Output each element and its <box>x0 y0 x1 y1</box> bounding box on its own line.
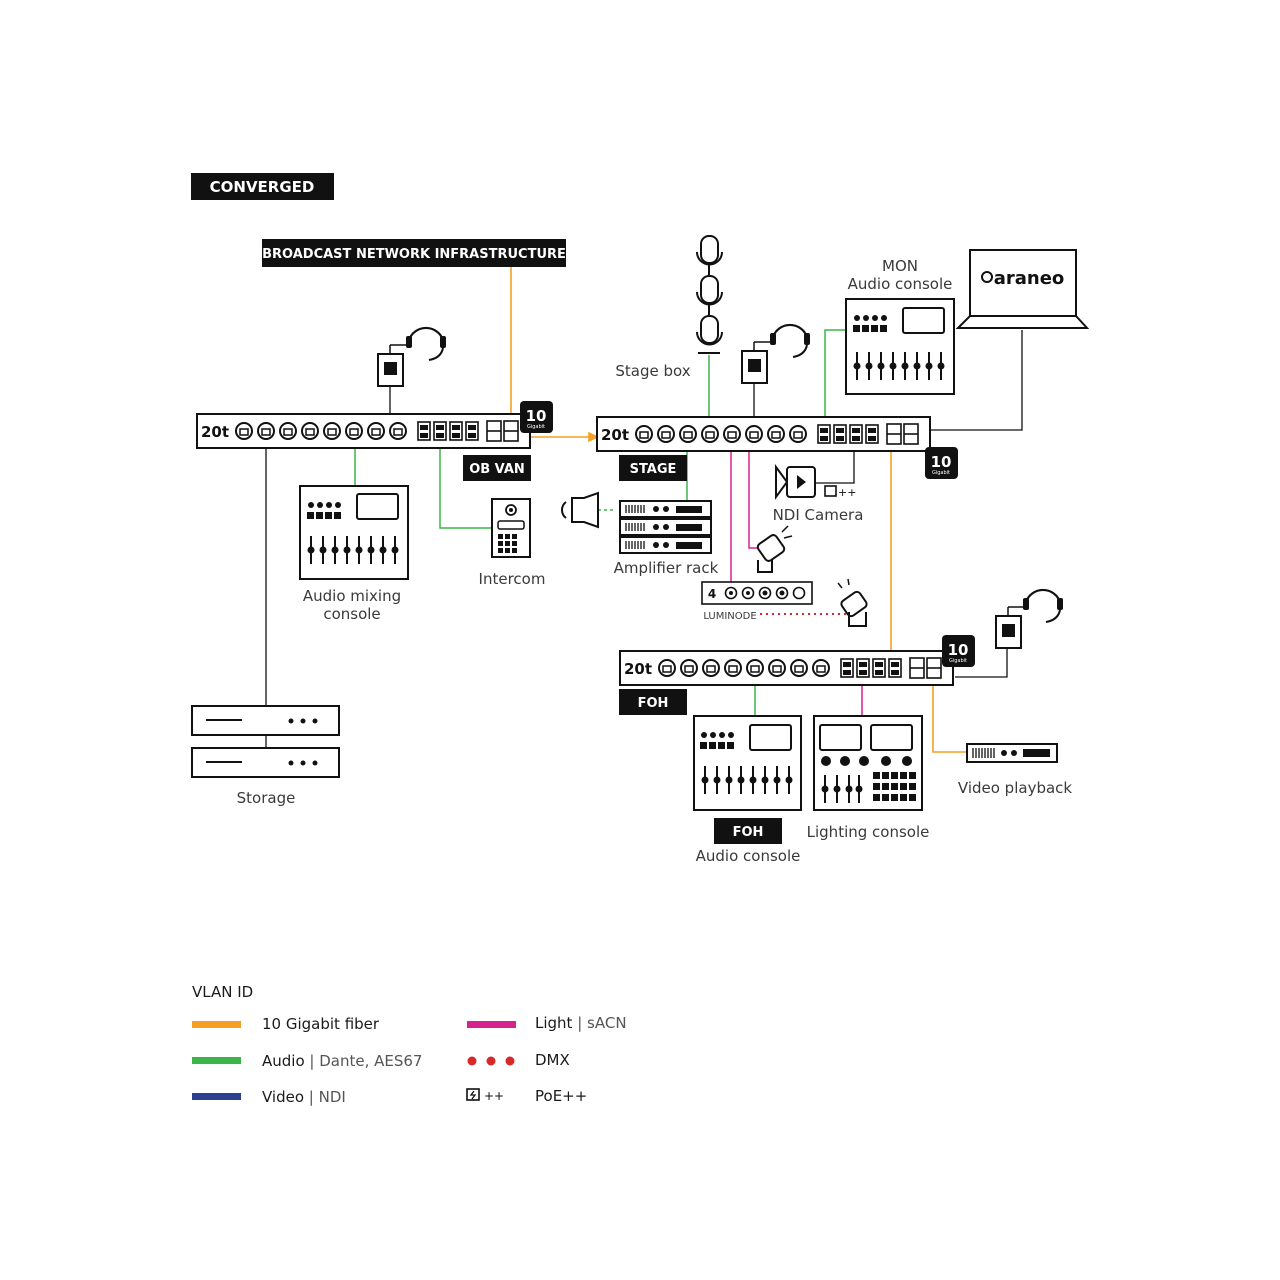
fiber-links <box>510 267 967 753</box>
mon-label-2: Audio console <box>848 275 953 293</box>
moving-light-icon <box>837 578 868 627</box>
amplifier-rack[interactable] <box>619 500 712 554</box>
audio-mixing-label-2: console <box>323 605 380 623</box>
svg-text:++: ++ <box>484 1089 504 1103</box>
foh-switch-tag: FOH <box>619 689 687 715</box>
intercom[interactable] <box>491 498 531 558</box>
converged-title: CONVERGED <box>210 178 315 196</box>
audio-mixing-label-1: Audio mixing <box>303 587 401 605</box>
beltpack-stage[interactable] <box>741 323 812 384</box>
beltpack-foh[interactable] <box>995 588 1065 649</box>
poe-icon: ++ <box>824 485 856 499</box>
legend-poe-icon: ++ <box>466 1088 504 1103</box>
legend-label-light: Light | sACN <box>535 1014 627 1032</box>
foh-audio-console[interactable] <box>693 715 802 811</box>
foh-console-tag: FOH <box>714 818 782 844</box>
luminode-label: LUMINODE <box>703 611 756 622</box>
svg-text:STAGE: STAGE <box>630 462 677 477</box>
legend-swatch-video <box>192 1093 241 1100</box>
broadcast-label: BROADCAST NETWORK INFRASTRUCTURE <box>262 247 566 262</box>
luminode-number: 4 <box>708 587 716 601</box>
speaker-icon <box>561 491 599 529</box>
amplifier-rack-label: Amplifier rack <box>614 559 719 577</box>
brand-label: araneo <box>994 268 1065 289</box>
stage-box-label: Stage box <box>615 362 690 380</box>
storage[interactable] <box>191 705 340 778</box>
foh-audio-label: Audio console <box>696 847 801 865</box>
araneo-laptop[interactable]: araneo <box>955 249 1090 329</box>
obvan-badge-num: 10 <box>526 407 547 425</box>
legend-swatch-fiber <box>192 1021 241 1028</box>
araneo-logo-icon <box>981 271 993 283</box>
headset-icon <box>404 326 448 362</box>
video-playback-label: Video playback <box>958 779 1073 797</box>
video-playback[interactable] <box>966 743 1058 763</box>
legend-label-poe: PoE++ <box>535 1087 587 1105</box>
audio-mixing-console[interactable] <box>299 485 409 580</box>
intercom-label: Intercom <box>479 570 546 588</box>
obvan-badge-sub: Gigabit <box>527 424 545 430</box>
stage-badge-sub: Gigabit <box>932 470 950 476</box>
legend-swatch-light <box>467 1021 516 1028</box>
luminode[interactable]: 4 LUMINODE <box>701 581 813 622</box>
legend-label-audio: Audio | Dante, AES67 <box>262 1052 422 1070</box>
svg-text:FOH: FOH <box>733 825 764 840</box>
mon-label-1: MON <box>882 257 918 275</box>
headset-icon <box>768 323 812 359</box>
stage-badge-num: 10 <box>931 453 952 471</box>
switch-model: 20t <box>624 660 652 678</box>
legend: VLAN ID 10 Gigabit fiber Audio | Dante, … <box>192 983 627 1106</box>
legend-title: VLAN ID <box>192 983 253 1001</box>
beltpack-obvan[interactable] <box>377 326 448 387</box>
legend-label-video: Video | NDI <box>262 1088 346 1106</box>
svg-text:++: ++ <box>838 486 856 499</box>
black-links <box>265 330 1023 748</box>
mon-audio-console[interactable] <box>845 298 955 395</box>
stage-light-icon <box>756 525 793 573</box>
ndi-camera-label: NDI Camera <box>773 506 864 524</box>
legend-swatch-audio <box>192 1057 241 1064</box>
legend-label-fiber: 10 Gigabit fiber <box>262 1015 380 1033</box>
storage-label: Storage <box>237 789 296 807</box>
foh-badge-sub: Gigabit <box>949 658 967 664</box>
legend-swatch-dmx <box>467 1056 515 1066</box>
lighting-console-label: Lighting console <box>807 823 930 841</box>
switch-obvan[interactable]: 20t 10 Gigabit <box>196 401 553 449</box>
switch-foh[interactable]: 20t 10 Gigabit <box>619 635 975 686</box>
legend-label-dmx: DMX <box>535 1051 570 1069</box>
obvan-tag: OB VAN <box>463 455 531 481</box>
stage-tag: STAGE <box>619 455 687 481</box>
microphone-icon <box>696 235 723 354</box>
switch-stage[interactable]: 20t 10 Gigabit <box>596 416 958 479</box>
svg-text:FOH: FOH <box>638 696 669 711</box>
foh-badge-num: 10 <box>948 641 969 659</box>
svg-text:OB VAN: OB VAN <box>469 462 525 477</box>
converged-tag: CONVERGED <box>191 173 334 200</box>
broadcast-tag: BROADCAST NETWORK INFRASTRUCTURE <box>262 239 566 267</box>
switch-model: 20t <box>601 426 629 444</box>
switch-model: 20t <box>201 423 229 441</box>
headset-icon <box>1021 588 1065 624</box>
ndi-camera[interactable] <box>775 463 816 501</box>
lighting-console[interactable] <box>813 715 923 811</box>
